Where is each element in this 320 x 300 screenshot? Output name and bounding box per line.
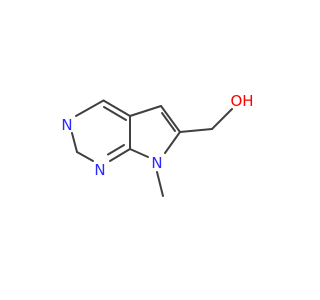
- bond-c4b-c3b-inner: [161, 112, 176, 132]
- atom-oh-label: OH: [230, 92, 253, 110]
- bond-c7a-n1-inner: [107, 144, 125, 156]
- bond-c4b-c3b: [160, 105, 181, 133]
- bond-n3-c4: [75, 99, 105, 117]
- bond-c4-c5-inner: [103, 106, 127, 121]
- bond-c4-c5: [102, 99, 131, 117]
- bond-n7-ch3: [156, 171, 164, 197]
- bond-n7-c7a: [129, 148, 149, 158]
- bond-c2-n3: [71, 132, 78, 153]
- bond-c7a-n1: [109, 148, 131, 162]
- bond-c6-ch2: [179, 128, 213, 133]
- atom-n3-label: N: [61, 116, 72, 134]
- structure-diagram: N N N OH: [61, 92, 254, 197]
- bond-c5-c4b: [129, 105, 162, 117]
- atom-n7-label: N: [151, 154, 162, 172]
- bond-c6-n7: [164, 131, 181, 154]
- bond-n1-c2: [76, 151, 94, 162]
- atom-n1-label: N: [94, 161, 105, 179]
- bond-ch2-o: [211, 108, 233, 130]
